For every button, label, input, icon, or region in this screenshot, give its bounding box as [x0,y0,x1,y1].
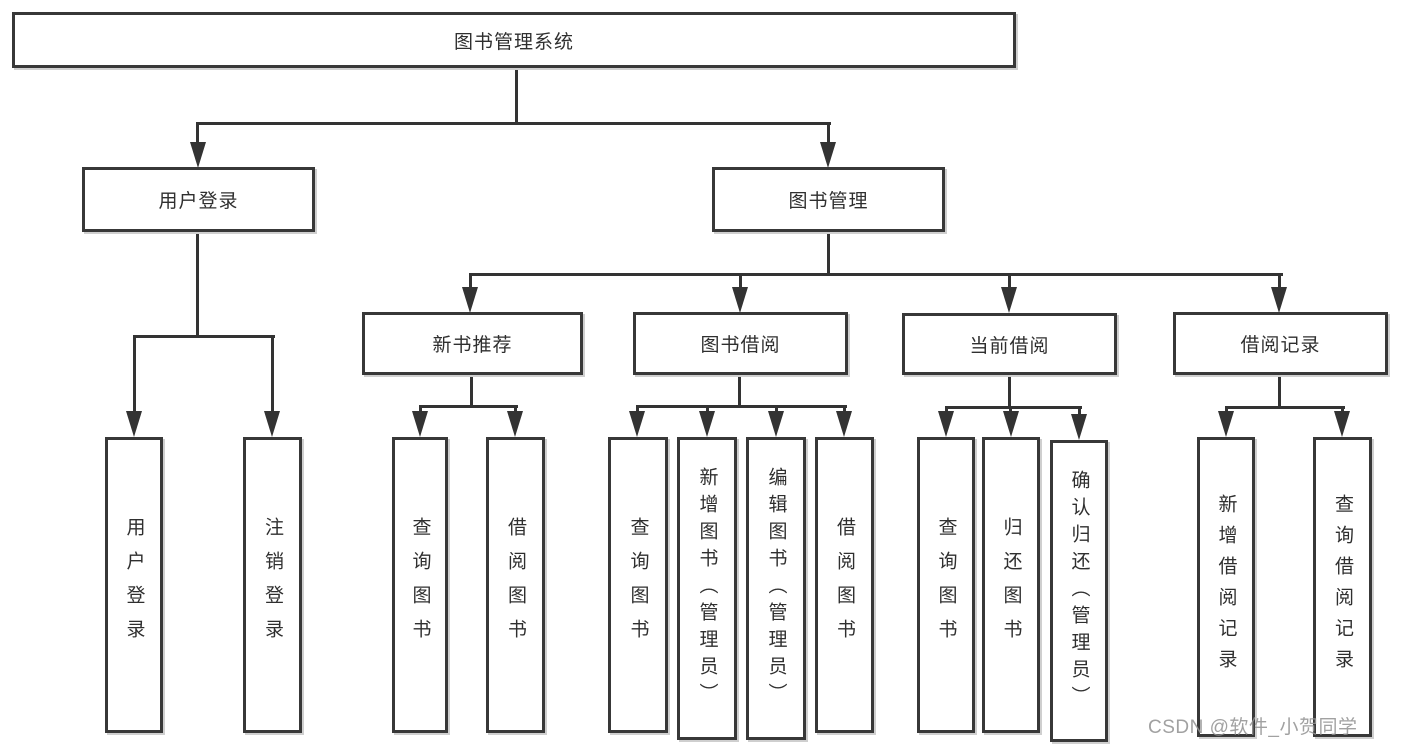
node-label: 当前借阅 [969,335,1050,357]
connector-line [775,405,778,415]
connector-line [133,335,275,338]
node-root-label: 图书管理系统 [453,31,574,53]
connector-line [636,405,639,415]
connector-line [514,405,517,415]
arrowhead-icon [820,142,836,168]
connector-line [827,232,830,275]
arrowhead-icon [1003,411,1019,437]
watermark: CSDN @软件_小贺同学 [1148,717,1358,738]
node-borrow-record: 借阅记录 [1173,312,1388,375]
connector-line [1225,406,1345,409]
leaf-user-login: 用户登录 [105,437,163,733]
node-root: 图书管理系统 [12,12,1016,68]
leaf-label: 查询图书 [935,517,957,653]
leaf-query-borrow-record: 查询借阅记录 [1313,437,1372,737]
arrowhead-icon [1271,287,1287,313]
connector-line [738,375,741,407]
arrowhead-icon [1218,411,1234,437]
leaf-borrow-book-2: 借阅图书 [815,437,874,733]
leaf-label: 归还图书 [1000,517,1022,653]
arrowhead-icon [768,411,784,437]
arrowhead-icon [938,411,954,437]
connector-line [470,375,473,407]
leaf-borrow-book-1: 借阅图书 [486,437,545,733]
arrowhead-icon [1334,411,1350,437]
node-label: 图书管理 [788,191,869,212]
connector-line [636,405,847,408]
leaf-edit-book-admin: 编辑图书（管理员） [746,437,806,740]
node-label: 图书借阅 [700,335,781,356]
leaf-label: 注销登录 [262,517,283,653]
leaf-label: 查询借阅记录 [1332,494,1353,680]
node-label: 新书推荐 [432,335,513,356]
connector-line [1278,273,1281,291]
node-label: 用户登录 [158,191,239,212]
arrowhead-icon [126,411,142,437]
connector-line [1008,273,1011,291]
leaf-add-borrow-record: 新增借阅记录 [1197,437,1255,737]
connector-line [133,335,136,415]
arrowhead-icon [699,411,715,437]
leaf-label: 新增借阅记录 [1215,494,1237,680]
connector-line [843,405,846,415]
node-book-borrow: 图书借阅 [633,312,848,375]
connector-line [827,122,830,146]
leaf-label: 确认归还（管理员） [1068,469,1090,713]
connector-line [945,406,1082,409]
leaf-label: 编辑图书（管理员） [765,467,787,710]
connector-line [419,405,422,415]
leaf-label: 查询图书 [627,517,649,653]
connector-line [196,122,199,146]
node-new-book-recommend: 新书推荐 [362,312,583,375]
node-user-login: 用户登录 [82,167,315,232]
arrowhead-icon [190,142,206,168]
arrowhead-icon [732,287,748,313]
leaf-logout: 注销登录 [243,437,302,733]
leaf-label: 新增图书（管理员） [696,467,718,710]
connector-line [469,273,472,291]
connector-line [469,273,1283,276]
leaf-return-book: 归还图书 [982,437,1040,733]
connector-line [419,405,518,408]
arrowhead-icon [629,411,645,437]
connector-line [1008,375,1011,408]
connector-line [739,273,742,291]
leaf-label: 查询图书 [409,517,431,653]
leaf-confirm-return-admin: 确认归还（管理员） [1050,440,1108,742]
connector-line [706,405,709,415]
arrowhead-icon [1001,287,1017,313]
leaf-query-book-1: 查询图书 [392,437,448,733]
connector-line [196,122,831,125]
node-book-management: 图书管理 [712,167,945,232]
arrowhead-icon [507,411,523,437]
arrowhead-icon [462,287,478,313]
connector-line [515,68,518,124]
leaf-query-book-3: 查询图书 [917,437,975,733]
arrowhead-icon [1071,414,1087,440]
leaf-label: 用户登录 [123,517,145,653]
node-label: 借阅记录 [1240,335,1321,356]
leaf-label: 借阅图书 [505,517,526,653]
connector-line [1278,375,1281,408]
leaf-add-book-admin: 新增图书（管理员） [677,437,737,740]
connector-line [1078,406,1081,418]
arrowhead-icon [836,411,852,437]
leaf-label: 借阅图书 [834,517,855,653]
arrowhead-icon [412,411,428,437]
connector-line [196,232,199,337]
connector-line [271,335,274,415]
arrowhead-icon [264,411,280,437]
leaf-query-book-2: 查询图书 [608,437,668,733]
node-current-borrow: 当前借阅 [902,313,1117,375]
